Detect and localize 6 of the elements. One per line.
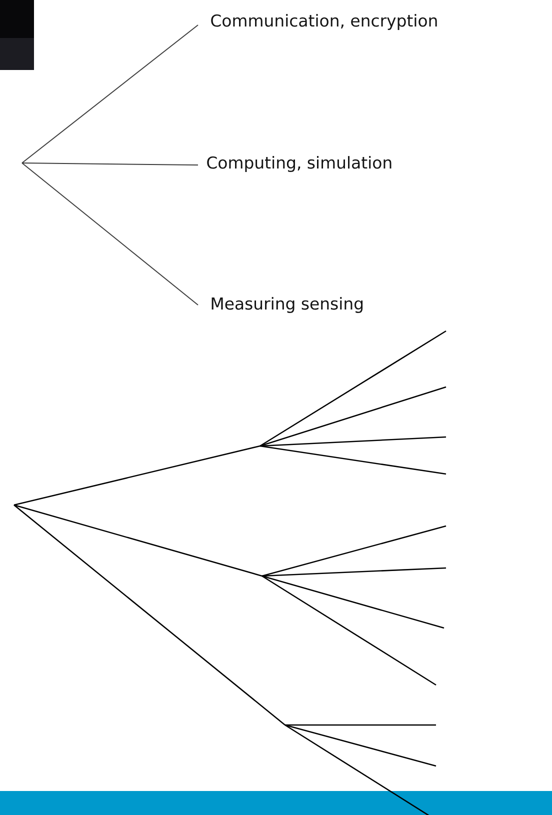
branch-line <box>22 24 198 164</box>
branch-line <box>22 162 198 306</box>
branch-label: Measuring sensing <box>212 297 363 313</box>
branch-label: Computing, simulation <box>207 156 392 172</box>
branch-label: Communication, encryption <box>211 14 437 30</box>
branch-line <box>22 162 198 166</box>
